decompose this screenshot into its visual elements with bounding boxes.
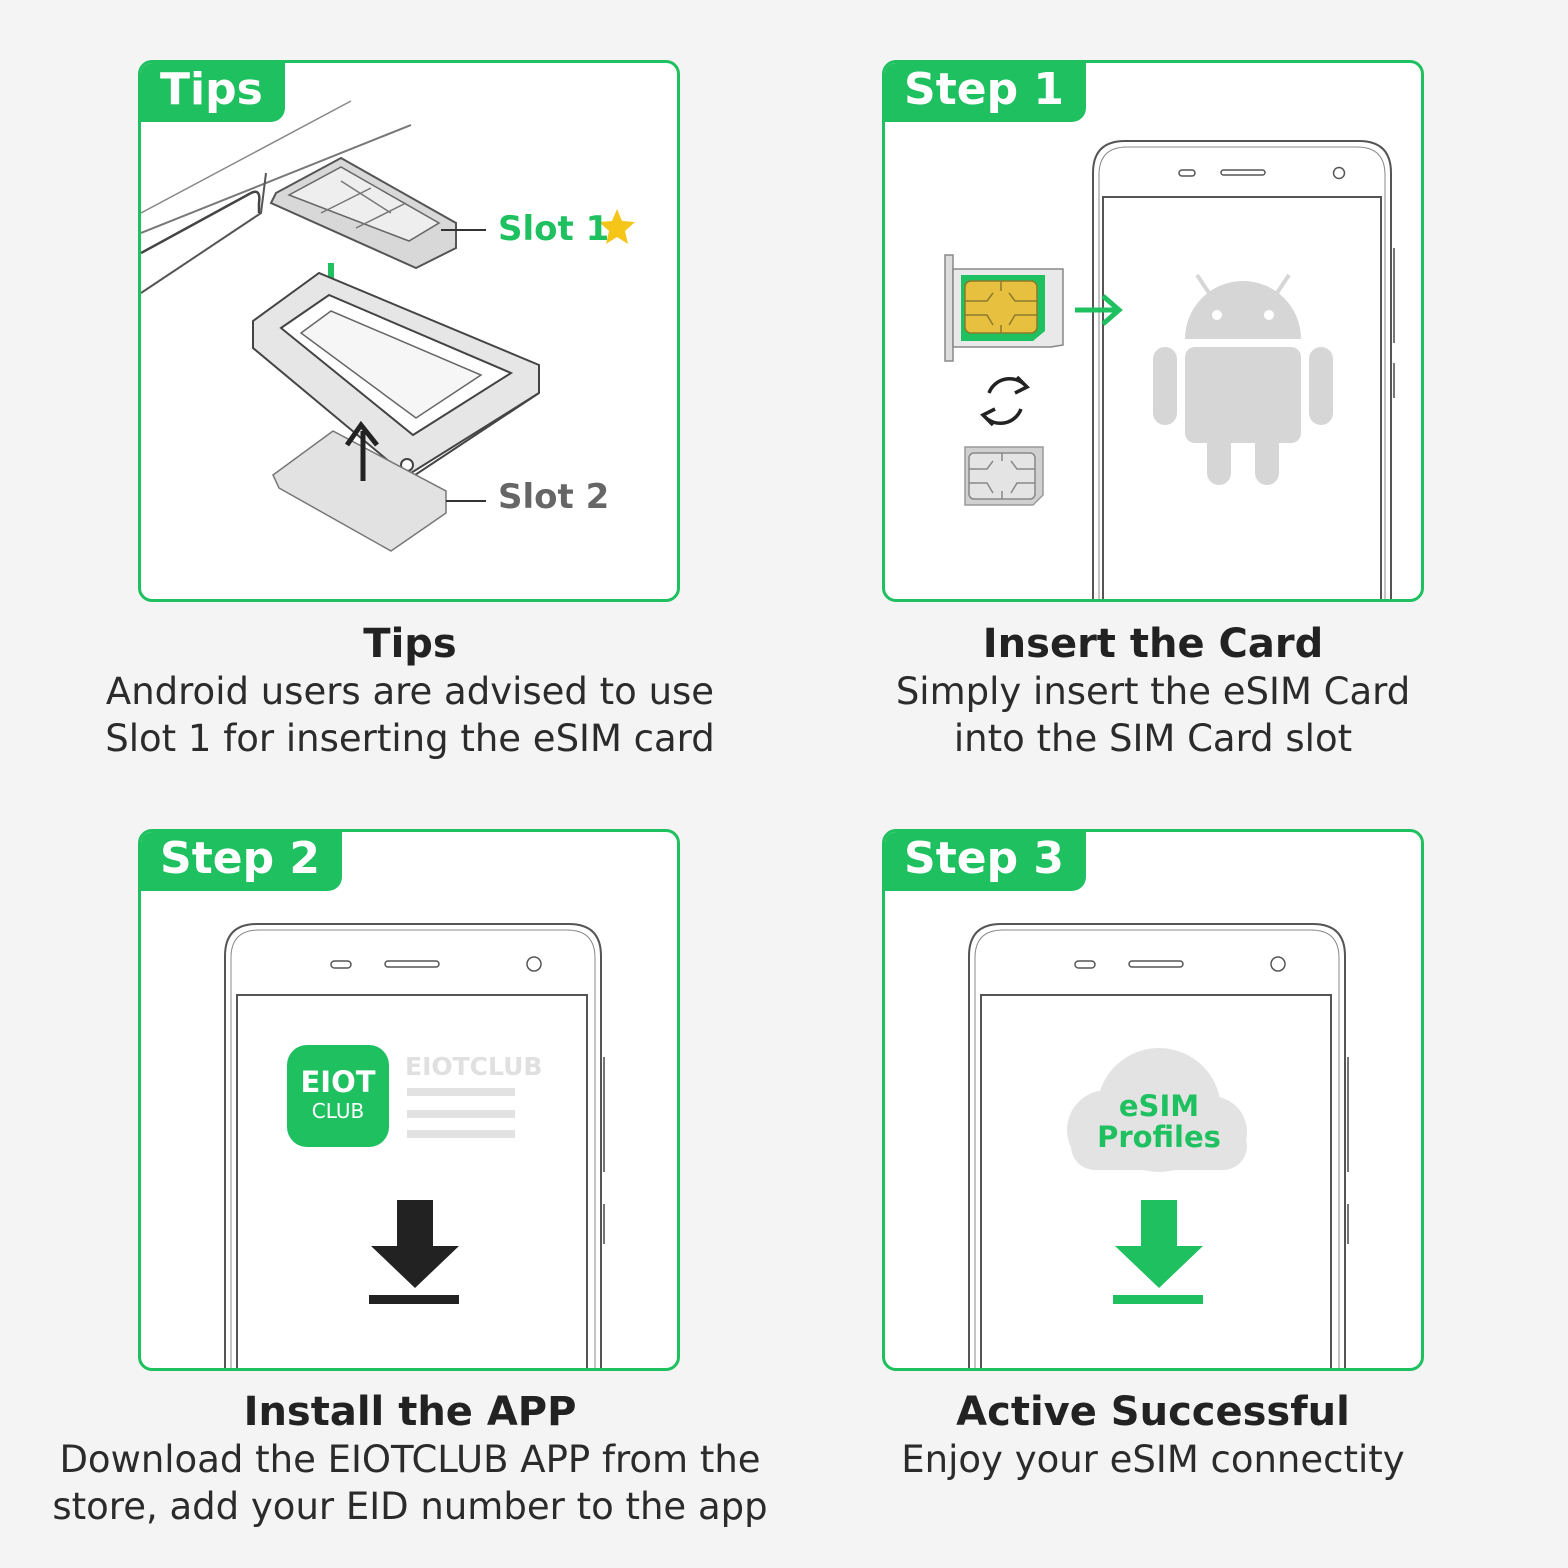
activation-illustration xyxy=(968,923,1349,1368)
tips-desc-line1: Android users are advised to use xyxy=(105,670,715,713)
step1-desc-line1: Simply insert the eSIM Card xyxy=(895,670,1411,713)
step3-title: Active Successful xyxy=(956,1389,1350,1435)
cloud-text-esim: eSIM xyxy=(1118,1089,1200,1123)
swap-arrows-icon xyxy=(980,375,1030,427)
tips-desc-line2: Slot 1 for inserting the eSIM card xyxy=(105,717,715,760)
step1-tag: Step 1 xyxy=(885,63,1086,122)
step2-desc-line2: store, add your EID number to the app xyxy=(52,1485,768,1528)
cloud-text-profiles: Profiles xyxy=(1097,1120,1221,1154)
sim-card-icon xyxy=(964,446,1044,506)
app-icon-text-eiot: EIOT xyxy=(300,1065,376,1099)
step1-desc-line2: into the SIM Card slot xyxy=(953,717,1353,760)
tips-card: Tips Slot 1 Slot 2 xyxy=(138,60,680,602)
step2-desc-line1: Download the EIOTCLUB APP from the xyxy=(59,1438,761,1481)
tips-title: Tips xyxy=(363,621,457,667)
step2-title: Install the APP xyxy=(243,1389,577,1435)
sim-card-icon xyxy=(269,156,457,270)
step1-card: Step 1 xyxy=(882,60,1424,602)
sim-tray-icon xyxy=(252,271,540,485)
star-icon xyxy=(599,209,635,244)
cloud-icon xyxy=(1067,1048,1247,1172)
app-icon xyxy=(287,1045,389,1147)
step2-caption: Install the APP Download the EIOTCLUB AP… xyxy=(18,1388,802,1530)
step3-caption: Active Successful Enjoy your eSIM connec… xyxy=(761,1388,1545,1483)
step2-tag: Step 2 xyxy=(141,832,342,891)
step3-tag: Step 3 xyxy=(885,832,1086,891)
slot2-label: Slot 2 xyxy=(498,477,610,517)
download-arrow-icon xyxy=(1113,1200,1203,1304)
sim-tray-illustration xyxy=(141,100,635,552)
tips-caption: Tips Android users are advised to use Sl… xyxy=(18,620,802,762)
install-app-illustration xyxy=(224,923,605,1368)
download-arrow-icon xyxy=(369,1200,459,1304)
insert-card-illustration xyxy=(944,140,1395,599)
slot1-label: Slot 1 xyxy=(498,209,610,249)
app-name-label: EIOTCLUB xyxy=(405,1052,543,1081)
step1-title: Insert the Card xyxy=(982,621,1324,667)
android-robot-icon xyxy=(1153,273,1333,485)
step3-card: Step 3 eSIM Profiles xyxy=(882,829,1424,1371)
sim-card-icon xyxy=(944,254,1064,362)
step2-card: Step 2 EIOT CLUB EIOTCLUB xyxy=(138,829,680,1371)
step1-caption: Insert the Card Simply insert the eSIM C… xyxy=(761,620,1545,762)
step3-desc-line1: Enjoy your eSIM connectity xyxy=(901,1438,1405,1481)
app-icon-text-club: CLUB xyxy=(311,1099,365,1123)
tips-tag: Tips xyxy=(141,63,285,122)
